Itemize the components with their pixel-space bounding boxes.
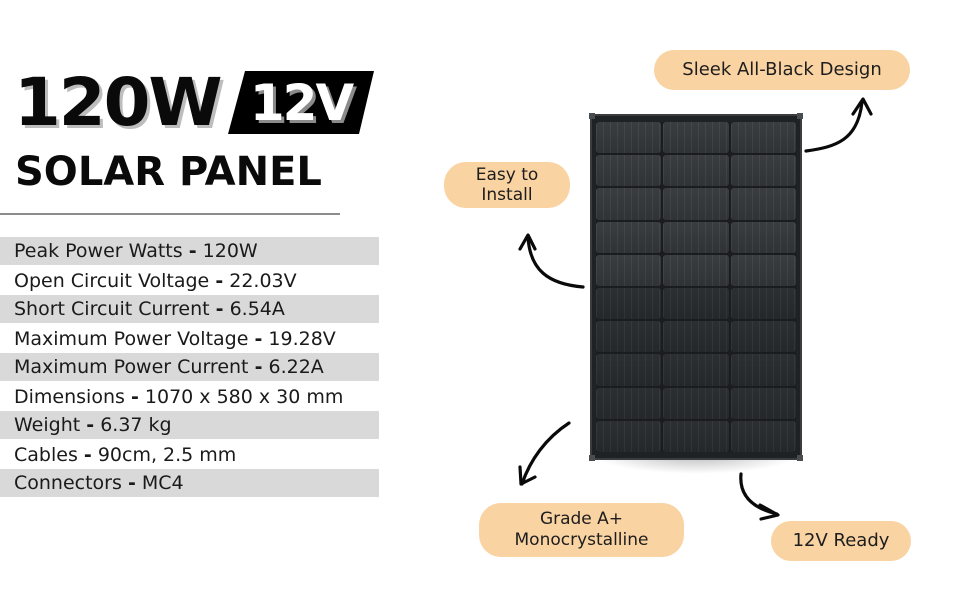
spec-separator: - — [254, 356, 263, 378]
spec-label: Maximum Power Voltage — [14, 328, 249, 350]
feature-label-line1: Easy to — [475, 165, 539, 185]
panel-cell — [730, 122, 796, 154]
spec-row: Dimensions - 1070 x 580 x 30 mm — [0, 381, 379, 411]
arrow-up-right-icon — [804, 97, 873, 153]
spec-separator: - — [127, 472, 136, 494]
spec-value: MC4 — [141, 472, 184, 494]
spec-row: Short Circuit Current - 6.54A — [0, 295, 379, 323]
spec-value: 6.22A — [268, 356, 324, 378]
panel-cell — [663, 288, 729, 320]
product-subtitle: SOLAR PANEL — [15, 149, 322, 195]
feature-pill-12v-ready: 12V Ready — [771, 521, 911, 561]
spec-value: 6.54A — [229, 298, 285, 320]
title-divider — [0, 213, 340, 215]
spec-value: 6.37 kg — [100, 414, 172, 436]
wattage-heading: 120W — [14, 64, 223, 141]
feature-label-line2: Monocrystalline — [514, 530, 649, 550]
panel-cell — [596, 321, 662, 353]
spec-row: Maximum Power Current - 6.22A — [0, 353, 379, 381]
panel-cell — [730, 321, 796, 353]
panel-cell — [596, 188, 662, 220]
panel-cell — [663, 221, 729, 253]
spec-value: 22.03V — [229, 270, 297, 292]
panel-corner — [797, 455, 803, 461]
arrow-up-left-icon — [518, 233, 585, 289]
panel-cell — [663, 122, 729, 154]
panel-corner — [797, 113, 803, 119]
spec-list: Peak Power Watts - 120W Open Circuit Vol… — [0, 237, 379, 499]
spec-value: 1070 x 580 x 30 mm — [144, 386, 344, 408]
panel-cell — [730, 155, 796, 187]
feature-label-line2: Install — [481, 185, 533, 205]
spec-value: 90cm, 2.5 mm — [97, 444, 237, 466]
panel-cell — [596, 221, 662, 253]
voltage-badge: 12V — [228, 71, 374, 134]
spec-value: 120W — [202, 240, 258, 262]
spec-label: Dimensions — [14, 386, 125, 408]
feature-pill-sleek-design: Sleek All-Black Design — [654, 50, 910, 90]
panel-cell — [730, 254, 796, 286]
panel-cell — [663, 188, 729, 220]
panel-cell — [663, 420, 729, 452]
spec-label: Connectors — [14, 472, 122, 494]
panel-cell — [730, 188, 796, 220]
spec-label: Weight — [14, 414, 81, 436]
panel-corner — [589, 455, 595, 461]
spec-separator: - — [254, 328, 263, 350]
arrow-down-right-icon — [739, 472, 780, 521]
panel-cell — [596, 155, 662, 187]
spec-separator: - — [86, 414, 95, 436]
spec-separator: - — [215, 298, 224, 320]
panel-cell — [663, 155, 729, 187]
feature-pill-easy-install: Easy to Install — [444, 162, 570, 208]
spec-row: Connectors - MC4 — [0, 469, 379, 497]
feature-label: Sleek All-Black Design — [682, 59, 882, 80]
panel-cell — [596, 354, 662, 386]
spec-row: Maximum Power Voltage - 19.28V — [0, 323, 379, 353]
panel-cell — [730, 221, 796, 253]
feature-label: 12V Ready — [792, 530, 890, 551]
feature-pill-monocrystalline: Grade A+ Monocrystalline — [479, 503, 684, 557]
spec-label: Maximum Power Current — [14, 356, 249, 378]
panel-cell — [663, 354, 729, 386]
panel-corner — [589, 113, 595, 119]
solar-panel-image — [589, 113, 803, 474]
panel-cell — [596, 122, 662, 154]
panel-cell — [596, 420, 662, 452]
panel-cell — [663, 321, 729, 353]
spec-row: Peak Power Watts - 120W — [0, 237, 379, 265]
arrow-down-left-icon — [518, 421, 571, 486]
spec-row: Open Circuit Voltage - 22.03V — [0, 265, 379, 295]
panel-cell — [730, 288, 796, 320]
spec-separator: - — [83, 444, 92, 466]
panel-frame — [590, 114, 802, 460]
spec-label: Peak Power Watts — [14, 240, 183, 262]
panel-cell — [730, 387, 796, 419]
panel-cell — [596, 387, 662, 419]
panel-cell-grid — [596, 122, 796, 452]
spec-row: Cables - 90cm, 2.5 mm — [0, 439, 379, 469]
feature-label-line1: Grade A+ — [539, 509, 624, 529]
badge-parallelogram — [228, 71, 374, 134]
spec-label: Short Circuit Current — [14, 298, 210, 320]
spec-label: Open Circuit Voltage — [14, 270, 210, 292]
panel-cell — [596, 254, 662, 286]
spec-value: 19.28V — [268, 328, 336, 350]
spec-label: Cables — [14, 444, 78, 466]
spec-separator: - — [188, 240, 197, 262]
spec-row: Weight - 6.37 kg — [0, 411, 379, 439]
spec-separator: - — [130, 386, 139, 408]
panel-cell — [596, 288, 662, 320]
spec-separator: - — [215, 270, 224, 292]
panel-cell — [730, 420, 796, 452]
panel-cell — [663, 387, 729, 419]
voltage-badge-text: 12V — [249, 73, 354, 132]
panel-cell — [730, 354, 796, 386]
panel-cell — [663, 254, 729, 286]
